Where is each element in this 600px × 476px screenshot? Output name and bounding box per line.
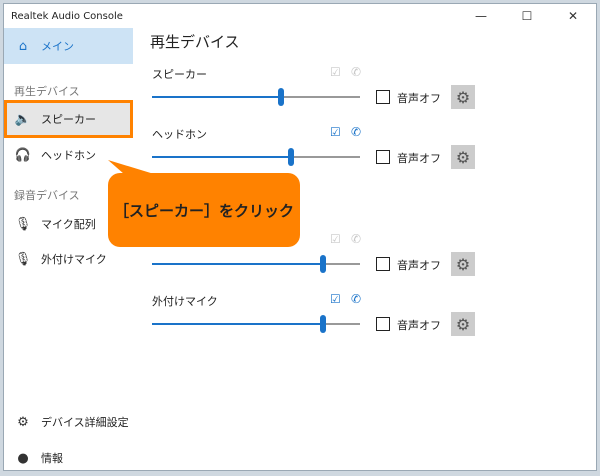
volume-slider[interactable]: [152, 255, 360, 273]
default-device-icon[interactable]: ☑: [330, 292, 341, 306]
volume-fill: [152, 263, 323, 265]
default-device-icon[interactable]: ☑: [330, 232, 341, 246]
sidebar-item-label: マイク配列: [41, 218, 96, 231]
gear-icon: ⚙: [455, 254, 471, 274]
home-icon: ⌂: [18, 38, 28, 54]
communication-device-icon[interactable]: ✆: [351, 292, 362, 306]
device-settings-button[interactable]: ⚙: [451, 312, 475, 336]
mute-label: 音声オフ: [397, 92, 441, 105]
close-button[interactable]: ✕: [567, 9, 579, 23]
app-window: Realtek Audio Console — ☐ ✕ ⌂ メイン 再生デバイス…: [3, 3, 597, 471]
maximize-button[interactable]: ☐: [521, 9, 533, 23]
mute-label: 音声オフ: [397, 319, 441, 332]
device-settings-button[interactable]: ⚙: [451, 85, 475, 109]
gear-icon: ⚙: [455, 147, 471, 167]
sidebar-item-label: デバイス詳細設定: [41, 416, 129, 429]
volume-thumb[interactable]: [277, 88, 284, 106]
device-name: スピーカー: [152, 68, 207, 81]
sidebar-item-label: 情報: [41, 452, 63, 465]
volume-thumb[interactable]: [319, 315, 326, 333]
default-device-icon[interactable]: ☑: [330, 65, 341, 79]
volume-slider[interactable]: [152, 88, 360, 106]
device-settings-button[interactable]: ⚙: [451, 145, 475, 169]
page-title: 再生デバイス: [150, 33, 240, 51]
gear-icon: ⚙: [455, 314, 471, 334]
sidebar-item-label: メイン: [41, 40, 74, 53]
microphone-icon: 🎙: [14, 251, 32, 267]
volume-slider[interactable]: [152, 148, 360, 166]
microphone-icon: 🎙: [14, 216, 32, 232]
title-bar: Realtek Audio Console — ☐ ✕: [4, 4, 596, 28]
sidebar: ⌂ メイン 再生デバイス 🔈 スピーカー 🎧 ヘッドホン 録音デバイス 🎙 マイ…: [4, 28, 133, 470]
sidebar-item-headphones[interactable]: 🎧 ヘッドホン: [4, 137, 133, 173]
volume-fill: [152, 96, 281, 98]
device-row: スピーカー ☑ ✆ 音声オフ ⚙: [150, 65, 590, 126]
instruction-callout: ［スピーカー］をクリック: [108, 160, 300, 247]
sidebar-item-label: スピーカー: [41, 113, 96, 126]
gear-icon: ⚙: [455, 87, 471, 107]
mute-label: 音声オフ: [397, 152, 441, 165]
sidebar-item-external-mic[interactable]: 🎙 外付けマイク: [4, 241, 133, 277]
device-name: 外付けマイク: [152, 295, 218, 308]
minimize-button[interactable]: —: [475, 9, 487, 23]
volume-fill: [152, 156, 292, 158]
callout-text: ［スピーカー］をクリック: [113, 201, 294, 220]
communication-device-icon[interactable]: ✆: [351, 65, 362, 79]
mute-checkbox[interactable]: [376, 90, 390, 104]
communication-device-icon[interactable]: ✆: [351, 232, 362, 246]
main-panel: 再生デバイス スピーカー ☑ ✆ 音声オフ ⚙ヘッドホン ☑ ✆ 音声オフ ⚙ …: [150, 28, 596, 470]
gear-icon: ⚙: [17, 414, 29, 430]
device-settings-button[interactable]: ⚙: [451, 252, 475, 276]
mute-checkbox[interactable]: [376, 150, 390, 164]
volume-thumb[interactable]: [288, 148, 295, 166]
sidebar-item-info[interactable]: ● 情報: [4, 440, 133, 476]
window-title: Realtek Audio Console: [11, 11, 123, 22]
mute-label: 音声オフ: [397, 259, 441, 272]
sidebar-item-mic-array[interactable]: 🎙 マイク配列: [4, 206, 133, 242]
speaker-icon: 🔈: [14, 111, 32, 127]
sidebar-item-label: ヘッドホン: [41, 149, 96, 162]
device-row: 外付けマイク ☑ ✆ 音声オフ ⚙: [150, 292, 590, 353]
info-icon: ●: [17, 450, 29, 466]
headphones-icon: 🎧: [14, 147, 32, 163]
sidebar-item-label: 外付けマイク: [41, 253, 107, 266]
device-name: ヘッドホン: [152, 128, 207, 141]
mute-checkbox[interactable]: [376, 257, 390, 271]
volume-slider[interactable]: [152, 315, 360, 333]
callout-pointer: [108, 160, 154, 174]
mute-checkbox[interactable]: [376, 317, 390, 331]
volume-fill: [152, 323, 323, 325]
sidebar-item-main[interactable]: ⌂ メイン: [4, 28, 133, 64]
sidebar-item-speaker[interactable]: 🔈 スピーカー: [4, 100, 133, 138]
section-playback: 再生デバイス: [14, 85, 80, 98]
device-row: ☑ ✆ 音声オフ ⚙: [150, 232, 590, 293]
volume-thumb[interactable]: [319, 255, 326, 273]
communication-device-icon[interactable]: ✆: [351, 125, 362, 139]
sidebar-item-advanced[interactable]: ⚙ デバイス詳細設定: [4, 404, 133, 440]
device-row: ヘッドホン ☑ ✆ 音声オフ ⚙: [150, 125, 590, 186]
section-recording: 録音デバイス: [14, 189, 80, 202]
default-device-icon[interactable]: ☑: [330, 125, 341, 139]
